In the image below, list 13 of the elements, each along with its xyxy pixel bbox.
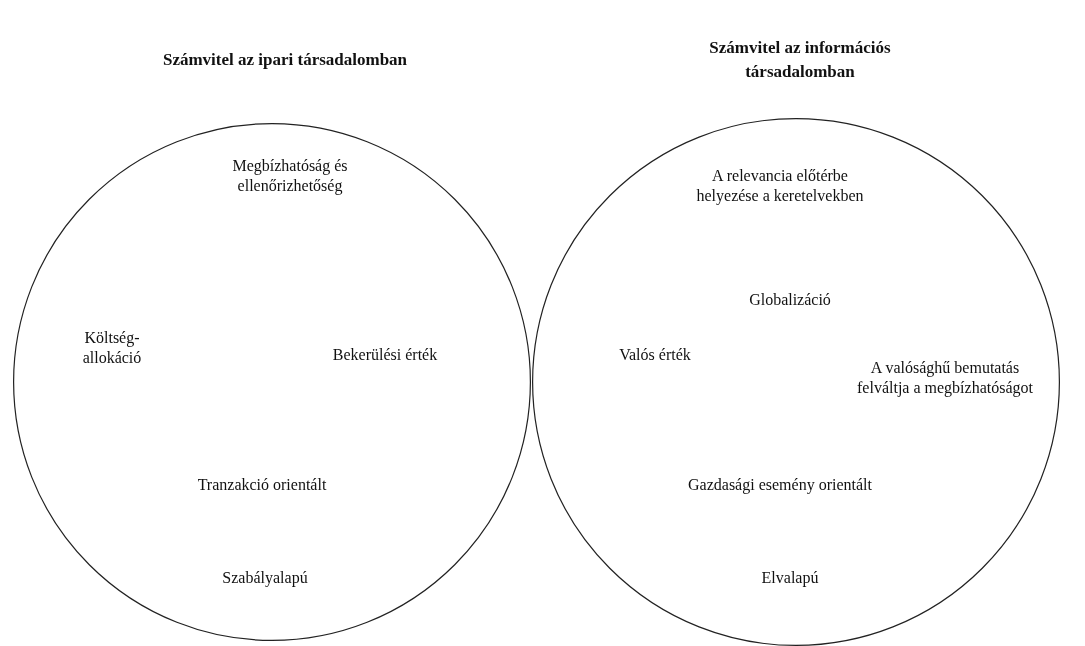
circle-item-text: Megbízhatóság és ellenőrizhetőség — [231, 156, 349, 196]
circle-item-text: Valós érték — [618, 345, 692, 365]
circle-item-text: A valósághű bemutatás felváltja a megbízhatóságot — [856, 358, 1034, 398]
circle-item-text: Tranzakció orientált — [196, 475, 328, 495]
circle-item-text: A relevancia előtérbe helyezése a keretelvekben — [695, 166, 865, 206]
circle-item-text: Elvalapú — [760, 568, 820, 588]
circle-heading: Számvitel az információs társadalomban — [708, 37, 892, 83]
circle-item-text: Szabályalapú — [221, 568, 309, 588]
circle-heading: Számvitel az ipari társadalomban — [161, 49, 409, 71]
circle-item-text: Gazdasági esemény orientált — [687, 475, 873, 495]
circle-item-text: Bekerülési érték — [331, 345, 439, 365]
circle-item-text: Költség-allokáció — [81, 328, 143, 368]
circle-item-text: Globalizáció — [748, 290, 832, 310]
